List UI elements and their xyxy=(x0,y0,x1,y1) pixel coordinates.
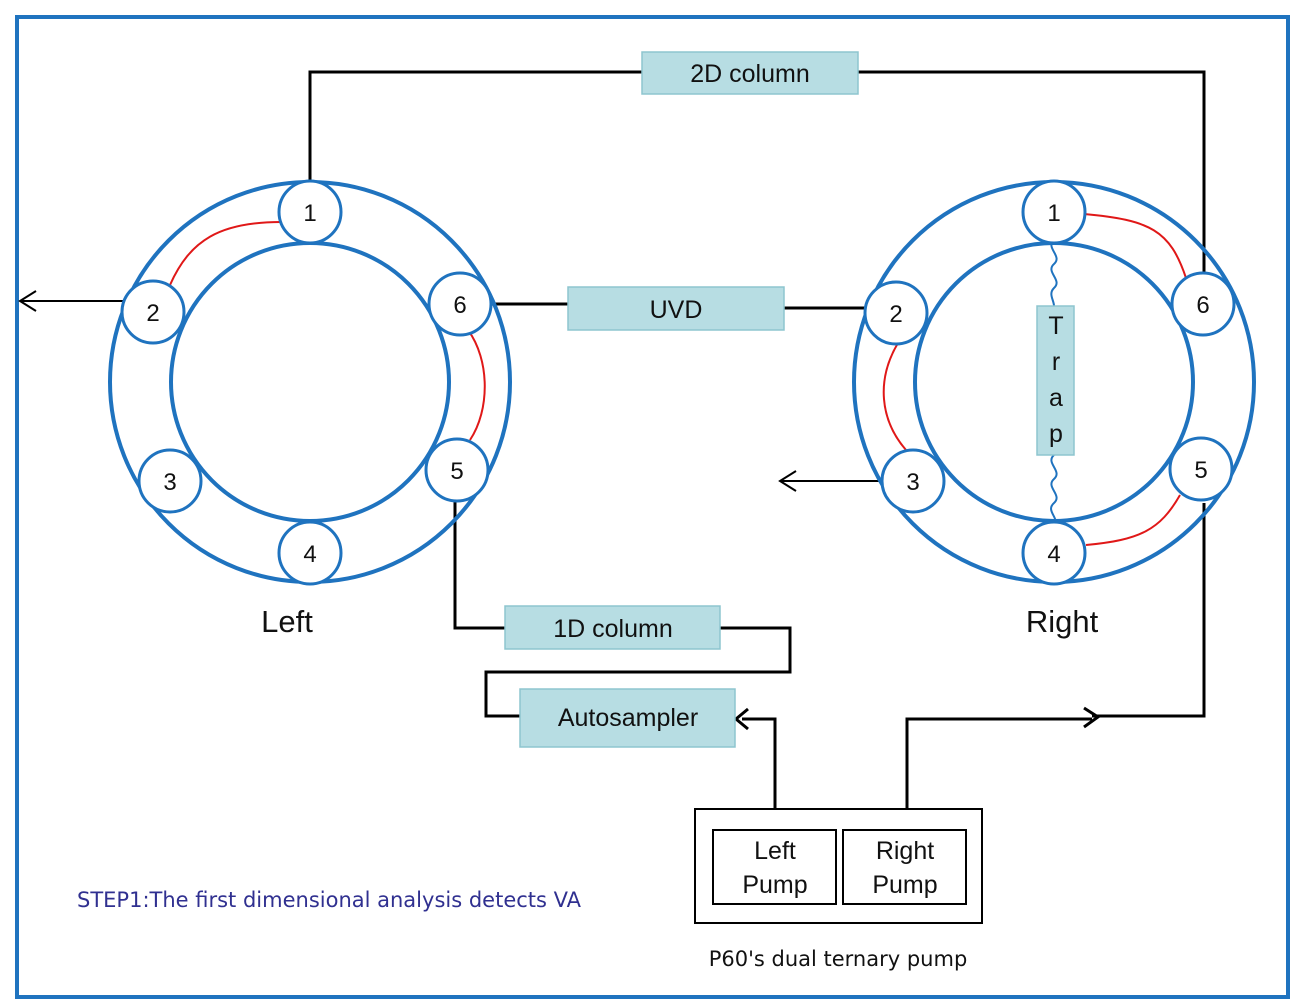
port-number: 3 xyxy=(906,469,919,496)
left-valve-inner-ring xyxy=(169,241,451,523)
left-port-4[interactable]: 4 xyxy=(277,520,343,586)
right-channel-1-6 xyxy=(1083,213,1187,279)
right-pump-label-line1: Right xyxy=(876,837,934,865)
left-valve-label: Left xyxy=(261,604,313,639)
right-port-6[interactable]: 6 xyxy=(1170,271,1236,337)
port-number: 6 xyxy=(1196,292,1209,319)
port-number: 1 xyxy=(303,200,316,227)
port-number: 5 xyxy=(450,458,463,485)
right-valve: T r a p 1 2 3 4 5 6 Right xyxy=(852,179,1256,639)
trap-letter-p: p xyxy=(1049,420,1063,448)
trap-letter-t: T xyxy=(1048,312,1063,340)
trap-column xyxy=(1036,305,1075,456)
pump-flow-arrow-icon xyxy=(1083,706,1101,729)
right-port-1[interactable]: 1 xyxy=(1021,179,1087,245)
autosampler-inlet-arrow-icon xyxy=(733,707,749,731)
arrows xyxy=(18,290,1101,731)
column-2d-box[interactable]: 2D column xyxy=(641,51,859,95)
diagram-frame xyxy=(15,15,1290,999)
right-port-2[interactable]: 2 xyxy=(863,280,929,346)
trap-letter-a: a xyxy=(1049,384,1063,412)
port-number: 2 xyxy=(146,300,159,327)
line-right5-down xyxy=(1092,503,1206,718)
port-number: 1 xyxy=(1047,200,1060,227)
right-pump-box[interactable]: Right Pump xyxy=(842,829,967,905)
left-waste-arrow-icon xyxy=(18,290,37,312)
right-channel-2-3 xyxy=(882,342,907,451)
right-port-4[interactable]: 4 xyxy=(1021,520,1087,586)
trap-letter-r: r xyxy=(1052,348,1060,376)
dual-ternary-pump: Left Pump Right Pump P60's dual ternary … xyxy=(694,808,983,971)
right-port-5[interactable]: 5 xyxy=(1168,436,1234,502)
autosampler-box[interactable]: Autosampler xyxy=(519,688,736,748)
left-port-1[interactable]: 1 xyxy=(277,179,343,245)
autosampler-label: Autosampler xyxy=(558,704,698,732)
port-number: 4 xyxy=(303,541,316,568)
right-pump-label-line2: Pump xyxy=(872,871,937,899)
left-pump-label-line1: Left xyxy=(754,837,796,865)
trap-coil-bottom xyxy=(1050,454,1058,526)
right-valve-label: Right xyxy=(1026,604,1099,639)
port-number: 6 xyxy=(453,292,466,319)
port-number: 5 xyxy=(1194,457,1207,484)
column-2d-label: 2D column xyxy=(690,60,810,88)
line-2d-column-to-right6 xyxy=(858,70,1206,275)
left-port-5[interactable]: 5 xyxy=(424,437,490,503)
left-valve: 1 2 3 4 5 6 Left xyxy=(108,179,512,639)
line-left5-to-1d-column xyxy=(453,497,505,630)
line-left1-to-2d-column xyxy=(308,70,642,185)
tubing-lines xyxy=(308,70,1206,830)
step-description: STEP1:The first dimensional analysis det… xyxy=(77,888,582,912)
trap-coil-top xyxy=(1050,239,1058,307)
pump-caption: P60's dual ternary pump xyxy=(709,947,968,971)
column-1d-label: 1D column xyxy=(553,615,673,643)
right-channel-5-4 xyxy=(1085,494,1181,546)
left-port-6[interactable]: 6 xyxy=(427,271,493,337)
port-number: 4 xyxy=(1047,541,1060,568)
column-1d-box[interactable]: 1D column xyxy=(504,605,721,650)
line-1d-column-to-autosampler xyxy=(484,626,792,718)
left-pump-box[interactable]: Left Pump xyxy=(712,829,837,905)
uvd-box[interactable]: UVD xyxy=(567,286,785,331)
uvd-label: UVD xyxy=(650,296,703,324)
left-pump-label-line2: Pump xyxy=(742,871,807,899)
port-number: 2 xyxy=(889,301,902,328)
right-port-3[interactable]: 3 xyxy=(880,448,946,514)
left-port-3[interactable]: 3 xyxy=(137,448,203,514)
port-number: 3 xyxy=(163,469,176,496)
left-port-2[interactable]: 2 xyxy=(120,279,186,345)
left-channel-6-5 xyxy=(467,329,486,441)
line-right-pump-up xyxy=(905,717,1092,830)
line-left-pump-up xyxy=(742,717,777,830)
right-waste-arrow-icon xyxy=(778,470,797,492)
left-channel-1-2 xyxy=(169,221,282,286)
